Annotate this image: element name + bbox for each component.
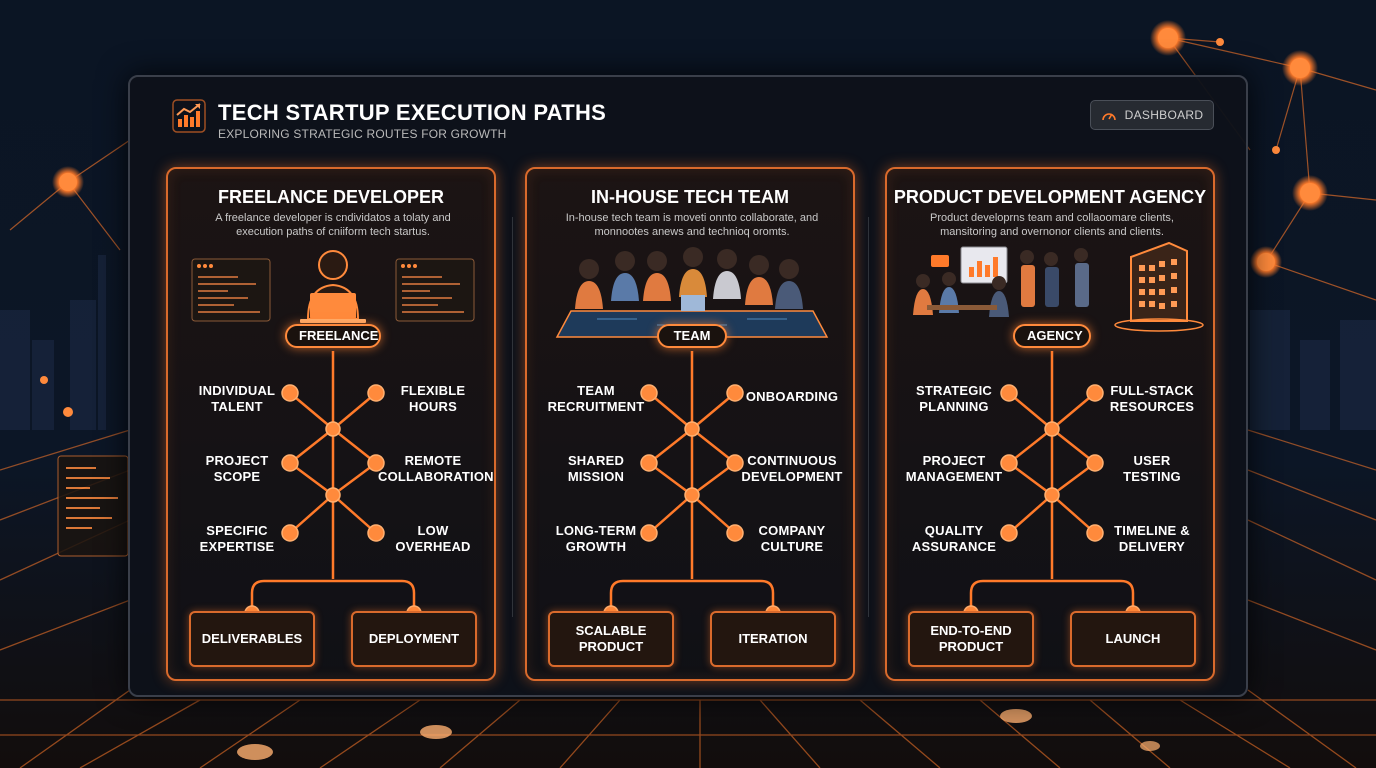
deployment-button[interactable]: DEPLOYMENT — [351, 611, 477, 667]
column-freelance: FREELANCE DEVELOPER A freelance develope… — [166, 167, 496, 681]
column-description: Product developrns team and collaoomare … — [930, 212, 1174, 238]
column-title: PRODUCT DEVELOPMENT AGENCY — [893, 187, 1207, 207]
deliverables-button[interactable]: DELIVERABLES — [189, 611, 315, 667]
laptop-developer-icon — [300, 250, 366, 323]
speedometer-icon — [1101, 113, 1116, 121]
column-title: IN-HOUSE TECH TEAM — [591, 187, 789, 207]
column-agency: PRODUCT DEVELOPMENT AGENCY Product devel… — [885, 167, 1215, 681]
freelance-illustration — [191, 250, 475, 621]
badge-team: TEAM — [657, 324, 727, 348]
page-title: TECH STARTUP EXECUTION PATHS — [218, 100, 607, 125]
presentation-board-icon — [931, 246, 1008, 284]
label-onboarding: ONBOARDING — [745, 389, 839, 404]
badge-agency: AGENCY — [1013, 324, 1091, 348]
column-description: A freelance developer is cndividatos a t… — [215, 212, 451, 238]
agency-illustration — [913, 241, 1204, 621]
chart-growth-icon — [172, 99, 206, 133]
code-window-icon — [191, 258, 271, 322]
column-team: IN-HOUSE TECH TEAM In-house tech team is… — [525, 167, 855, 681]
column-divider — [512, 217, 513, 617]
column-title: FREELANCE DEVELOPER — [217, 187, 445, 207]
code-window-icon — [395, 258, 475, 322]
label-timeline-delivery: TIMELINE &DELIVERY — [1114, 523, 1190, 554]
dashboard-label: DASHBOARD — [1124, 108, 1204, 122]
team-meeting-icon — [913, 248, 1089, 317]
launch-button[interactable]: LAUNCH — [1070, 611, 1196, 667]
dashboard-button[interactable]: DASHBOARD — [1090, 100, 1214, 130]
column-description: In-house tech team is moveti onnto colla… — [565, 212, 819, 238]
badge-freelance: FREELANCE — [285, 324, 381, 348]
team-illustration — [555, 247, 829, 621]
page-subtitle: EXPLORING STRATEGIC ROUTES FOR GROWTH — [218, 127, 507, 141]
iteration-button[interactable]: ITERATION — [710, 611, 836, 667]
column-divider — [868, 217, 869, 617]
main-panel: TECH STARTUP EXECUTION PATHS EXPLORING S… — [128, 75, 1248, 697]
office-building-icon — [1114, 241, 1204, 332]
